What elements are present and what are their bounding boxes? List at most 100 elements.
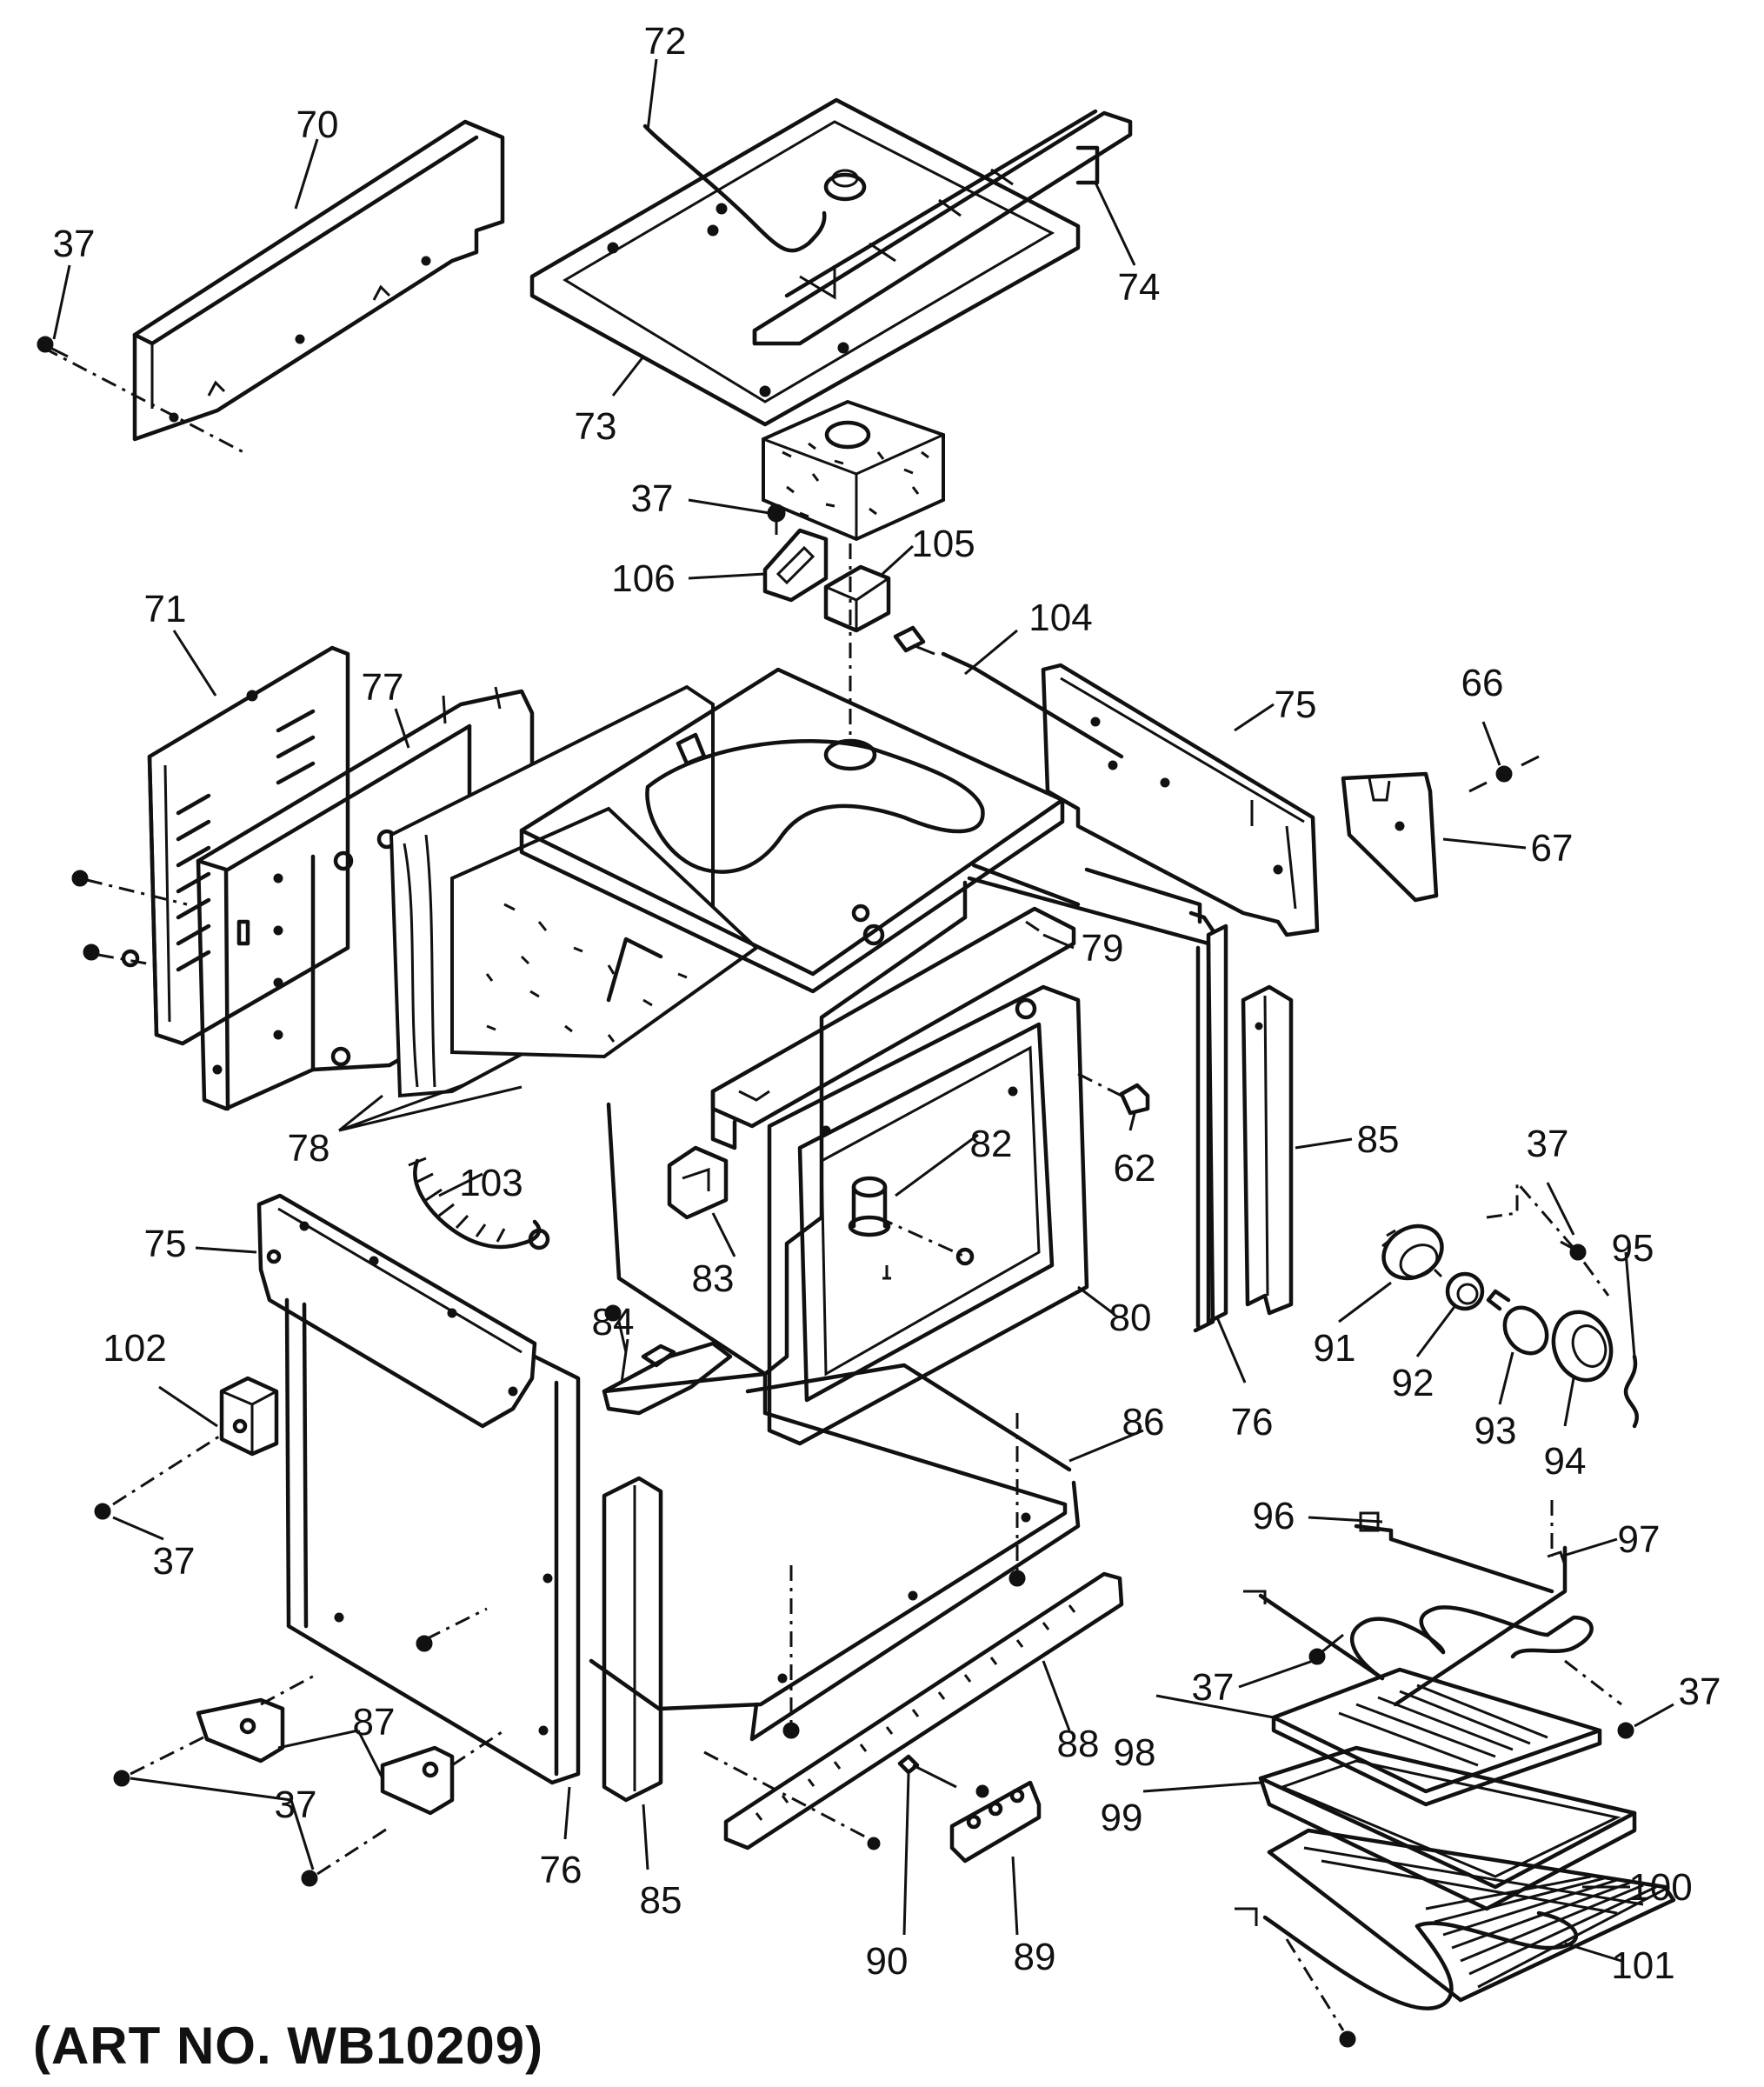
part-67-bracket	[1341, 771, 1439, 903]
callout-66: 66	[1461, 662, 1504, 704]
part-62-plug	[1077, 1072, 1150, 1116]
part-79-brace	[710, 906, 1076, 1150]
callout-labels: 72 70 37 74 73 37 106 105 104 71 77 75 6…	[53, 20, 1721, 1987]
part-90-screw	[897, 1754, 957, 1789]
callout-89: 89	[1014, 1936, 1056, 1978]
part-87-bracket-b	[380, 1729, 505, 1816]
part-85-lower-trim	[602, 1476, 663, 1803]
callout-62: 62	[1114, 1147, 1156, 1190]
callout-95: 95	[1612, 1227, 1654, 1270]
part-94-lens	[1551, 1310, 1614, 1383]
leader-lamp	[1486, 1178, 1610, 1297]
screw-icon	[1560, 1240, 1587, 1261]
callout-75: 75	[144, 1223, 187, 1265]
callout-37: 37	[1192, 1666, 1235, 1709]
part-73-top-panel	[529, 97, 1081, 427]
callout-85: 85	[640, 1879, 682, 1922]
callout-88: 88	[1057, 1723, 1100, 1765]
callout-78: 78	[288, 1127, 330, 1170]
callout-86: 86	[1122, 1401, 1165, 1444]
part-oven-cavity	[606, 876, 1215, 1377]
callout-84: 84	[592, 1301, 635, 1344]
screw-icon	[1339, 2030, 1356, 2048]
part-95-wire-clip	[1623, 1354, 1639, 1429]
screw-icon	[301, 1824, 392, 1887]
callout-93: 93	[1474, 1410, 1517, 1452]
part-70-rear-trim	[132, 119, 505, 442]
part-82-socket	[848, 1176, 975, 1280]
part-74-vent-duct	[752, 109, 1133, 346]
part-83-bracket	[667, 1145, 729, 1220]
part-86-bottom-pan	[589, 1363, 1081, 1742]
screw-icon	[416, 1635, 433, 1652]
part-84-bracket	[602, 1304, 733, 1416]
callout-90: 90	[866, 1940, 909, 1983]
callout-70: 70	[296, 103, 339, 146]
part-98-broiler-grid	[1271, 1667, 1602, 1807]
part-103-harness	[408, 1157, 550, 1250]
part-89-terminal-block	[949, 1780, 1042, 1864]
callout-106: 106	[611, 557, 675, 600]
screw-icon	[71, 870, 188, 906]
callout-37: 37	[53, 223, 96, 265]
part-80-front-frame	[767, 984, 1089, 1446]
callout-72: 72	[644, 20, 687, 63]
callout-103: 103	[459, 1162, 523, 1204]
callout-37: 37	[153, 1540, 196, 1583]
callout-91: 91	[1314, 1327, 1356, 1370]
screw-icon	[1308, 1633, 1344, 1665]
part-71-side-panel	[147, 645, 350, 1046]
part-76-right-panel	[971, 863, 1228, 1324]
leader-70-screw	[43, 346, 244, 454]
part-102-block	[112, 1376, 279, 1506]
callout-82: 82	[970, 1123, 1013, 1165]
part-93-bulb	[1486, 1289, 1549, 1356]
screw-icon	[867, 1837, 881, 1850]
screw-icon	[37, 336, 69, 358]
callout-37: 37	[631, 477, 674, 520]
callout-101: 101	[1611, 1944, 1674, 1987]
callout-100: 100	[1628, 1866, 1692, 1909]
part-101-bake-element	[1235, 1907, 1578, 2031]
callout-102: 102	[103, 1327, 166, 1370]
callout-leaders	[52, 58, 1674, 1963]
callout-98: 98	[1114, 1731, 1156, 1774]
callout-97: 97	[1618, 1518, 1661, 1561]
screw-icon	[83, 943, 157, 968]
screw-icon	[1468, 755, 1540, 793]
part-72-wire	[642, 123, 827, 253]
part-filter-block	[762, 399, 945, 542]
screw-icon	[94, 1503, 111, 1520]
part-75-rail-lower	[256, 1193, 537, 1429]
part-87-bracket-a	[196, 1672, 318, 1764]
callout-79: 79	[1082, 927, 1124, 970]
part-85-right-trim	[1241, 984, 1294, 1316]
part-76-lower-panel	[284, 1297, 581, 1785]
callout-83: 83	[692, 1257, 735, 1300]
screw-icon	[113, 1733, 210, 1787]
callout-96: 96	[1253, 1495, 1295, 1537]
part-75-rail-top	[1041, 663, 1320, 937]
callout-80: 80	[1109, 1297, 1152, 1339]
callout-37: 37	[1527, 1123, 1569, 1165]
callout-87: 87	[353, 1701, 396, 1744]
callout-77: 77	[362, 666, 404, 709]
part-91-lamp-housing	[1381, 1224, 1444, 1281]
callout-94: 94	[1544, 1440, 1587, 1483]
leader-37e	[1564, 1659, 1622, 1706]
callout-105: 105	[911, 523, 975, 565]
part-105-switch	[823, 564, 891, 633]
callout-37: 37	[275, 1784, 317, 1826]
callout-75: 75	[1275, 683, 1317, 726]
callout-67: 67	[1531, 827, 1574, 870]
callout-74: 74	[1118, 266, 1161, 309]
callout-71: 71	[144, 588, 187, 630]
part-92-socket	[1445, 1271, 1485, 1311]
part-78-insulation	[389, 684, 760, 1098]
callout-73: 73	[575, 405, 617, 448]
callout-99: 99	[1101, 1797, 1143, 1839]
screw-icon	[1617, 1722, 1634, 1739]
callout-104: 104	[1028, 597, 1092, 639]
art-number-caption: (ART NO. WB10209)	[33, 2017, 544, 2075]
callout-76: 76	[1231, 1401, 1274, 1444]
